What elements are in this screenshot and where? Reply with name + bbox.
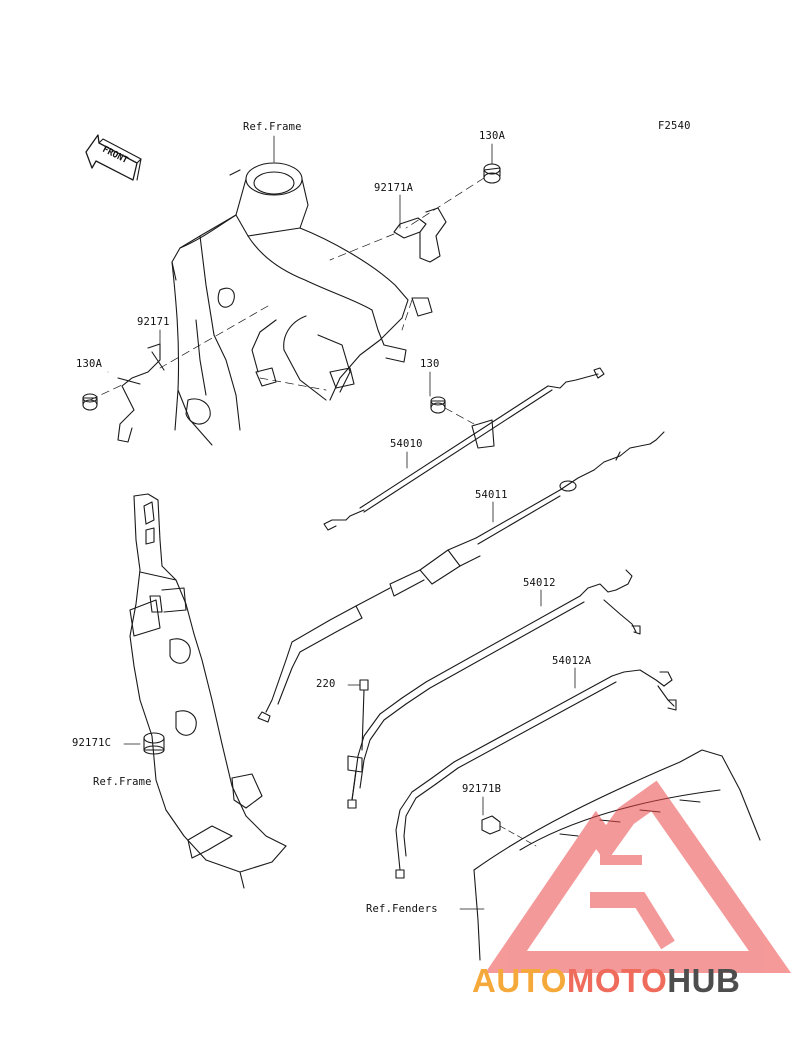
label-92171b: 92171B [462, 783, 502, 795]
label-130a-left: 130A [76, 358, 103, 370]
label-54011: 54011 [475, 489, 508, 501]
watermark-logo-icon [485, 780, 792, 973]
bolt-130-icon [430, 396, 446, 414]
watermark-part-auto: AUTO [472, 962, 567, 999]
figure-code: F2540 [658, 120, 691, 132]
label-130: 130 [420, 358, 440, 370]
watermark-part-hub: HUB [667, 962, 741, 999]
clamp-92171b [481, 815, 537, 847]
clamp-92171a [393, 207, 447, 263]
leader-lines [107, 135, 576, 910]
cable-54012 [347, 569, 641, 809]
bolt-130a-left-icon [82, 393, 98, 411]
label-ref-frame-bottom: Ref.Frame [93, 776, 152, 788]
clamp-92171 [117, 343, 165, 443]
cable-54012a [395, 669, 677, 879]
cable-54011 [257, 431, 665, 723]
label-ref-fenders: Ref.Fenders [366, 903, 438, 915]
label-54012a: 54012A [552, 655, 592, 667]
cable-54010 [323, 367, 605, 531]
label-220: 220 [316, 678, 336, 690]
label-92171a: 92171A [374, 182, 414, 194]
frame-assembly [171, 162, 433, 446]
label-130a-top: 130A [479, 130, 506, 142]
watermark-part-moto: MOTO [566, 962, 668, 999]
label-54010: 54010 [390, 438, 423, 450]
label-92171c: 92171C [72, 737, 112, 749]
lower-frame-assembly [129, 493, 287, 889]
dashed-guides [89, 177, 485, 425]
watermark-text: AUTOMOTOHUB [472, 962, 740, 1000]
label-54012: 54012 [523, 577, 556, 589]
clamp-92171c [143, 732, 165, 755]
label-92171: 92171 [137, 316, 170, 328]
label-ref-frame-top: Ref.Frame [243, 121, 302, 133]
bolt-130a-top-icon [483, 163, 501, 184]
front-arrow-icon [85, 134, 142, 181]
